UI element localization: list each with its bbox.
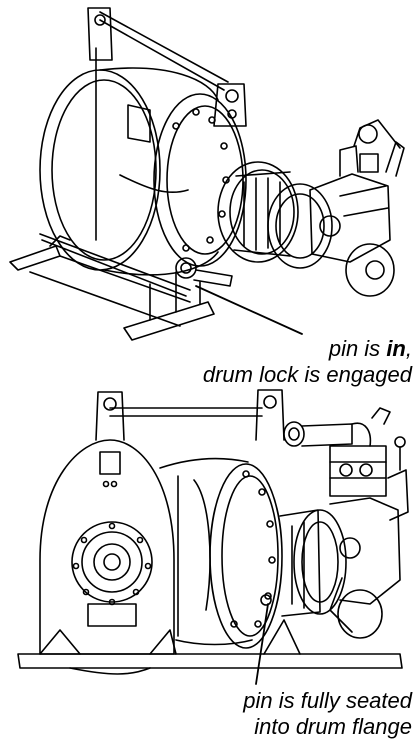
top-caption-line2: drum lock is engaged (202, 362, 412, 387)
winch-top-drawing (9, 7, 405, 341)
winch-bottom-drawing (17, 389, 409, 685)
bottom-caption-line1: pin is fully seated (243, 688, 412, 713)
bottom-caption: pin is fully seated into drum flange (243, 688, 412, 740)
bottom-caption-line2: into drum flange (254, 714, 412, 739)
top-caption-line1: pin is in, (328, 336, 412, 361)
top-caption: pin is in, drum lock is engaged (203, 336, 412, 388)
top-caption-bold-word: in (386, 336, 406, 361)
